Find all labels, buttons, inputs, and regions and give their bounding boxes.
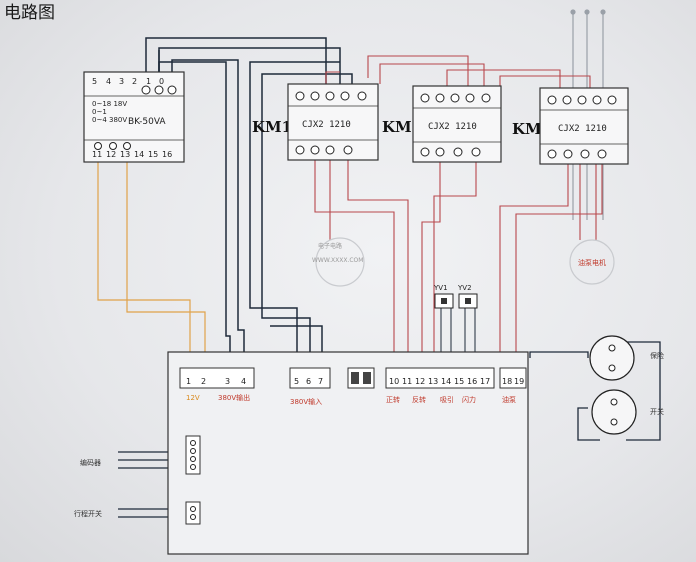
ctl-term-16: 16 [467, 377, 477, 386]
label-12v: 12V [186, 394, 200, 402]
control-wires-dark [145, 37, 369, 368]
transformer: 5 4 3 2 1 0 0~18 18V 0~1 0~4 380V BK-50V… [83, 71, 185, 163]
tf-top-3: 3 [119, 77, 124, 86]
power-wires-red [314, 55, 603, 368]
tf-top-5: 5 [92, 77, 97, 86]
contactor-km1: KM1 CJX2 1210 [252, 83, 379, 161]
ctl-term-15: 15 [454, 377, 464, 386]
tf-bot-14: 14 [134, 150, 144, 159]
km1-label: KM1 [252, 118, 292, 136]
controller-board: 1 2 3 4 12V 380V输出 5 6 7 380V输入 10 11 12… [167, 351, 529, 555]
tf-model: BK-50VA [128, 117, 166, 127]
label-motor: 油泵 [502, 395, 516, 404]
ctl-term-18: 18 [502, 377, 512, 386]
label-reverse: 反转 [412, 395, 426, 404]
ctl-term-12: 12 [415, 377, 425, 386]
valve-yv2: YV2 [457, 284, 472, 292]
switch-wires [529, 341, 661, 441]
ctl-term-10: 10 [389, 377, 399, 386]
tf-top-0: 0 [159, 77, 164, 86]
ctl-term-17: 17 [480, 377, 490, 386]
diagram-title: 电路图 [4, 3, 55, 23]
power-switch: 开关 [591, 389, 664, 435]
valve-yv1: YV1 [433, 284, 448, 292]
tf-spec-2: 0~1 [92, 108, 107, 116]
tf-spec-1: 0~18 18V [92, 100, 127, 108]
motor-right: 油泵电机 [569, 239, 615, 285]
valves: YV1 YV2 [433, 284, 478, 309]
tf-top-4: 4 [106, 77, 111, 86]
watermark-2: WWW.XXXX.COM [312, 257, 363, 264]
ctl-term-4: 4 [241, 377, 246, 386]
contactor-km3: KM3 CJX2 1210 [512, 87, 629, 165]
tf-bot-15: 15 [148, 150, 158, 159]
tf-top-2: 2 [132, 77, 137, 86]
ctl-term-13: 13 [428, 377, 438, 386]
ctl-term-11: 11 [402, 377, 412, 386]
low-voltage-wires [97, 158, 206, 368]
tf-spec-3: 0~4 380V [92, 116, 127, 124]
km1-model: CJX2 1210 [302, 120, 351, 130]
watermark-1: 电子电路 [318, 242, 342, 250]
motor-left: 电子电路 WWW.XXXX.COM [312, 237, 365, 287]
fuse-holder: 保险 [589, 335, 664, 381]
tf-bot-12: 12 [106, 150, 116, 159]
label-suck: 吸引 [440, 395, 454, 404]
label-switch: 开关 [650, 407, 664, 416]
tf-top-1: 1 [146, 77, 151, 86]
tf-bot-11: 11 [92, 150, 102, 159]
label-limit-switch: 行程开关 [74, 509, 102, 518]
label-encoder: 编码器 [80, 458, 101, 467]
km2-model: CJX2 1210 [428, 122, 477, 132]
tf-bot-16: 16 [162, 150, 172, 159]
ctl-term-2: 2 [201, 377, 206, 386]
ctl-term-6: 6 [306, 377, 311, 386]
km3-model: CJX2 1210 [558, 124, 607, 134]
ctl-term-5: 5 [294, 377, 299, 386]
ctl-term-7: 7 [318, 377, 323, 386]
km2-label: KM2 [382, 118, 422, 136]
ctl-term-14: 14 [441, 377, 451, 386]
ctl-term-1: 1 [186, 377, 191, 386]
label-380v-out: 380V输出 [218, 393, 250, 402]
motor-right-label: 油泵电机 [578, 258, 606, 267]
tf-bot-13: 13 [120, 150, 130, 159]
label-protect: 保险 [650, 351, 664, 360]
label-release: 闪力 [462, 395, 476, 404]
ctl-term-3: 3 [225, 377, 230, 386]
label-forward: 正转 [386, 395, 400, 404]
contactor-km2: KM2 CJX2 1210 [382, 85, 502, 163]
ctl-term-19: 19 [514, 377, 524, 386]
label-380v-in: 380V输入 [290, 397, 322, 406]
